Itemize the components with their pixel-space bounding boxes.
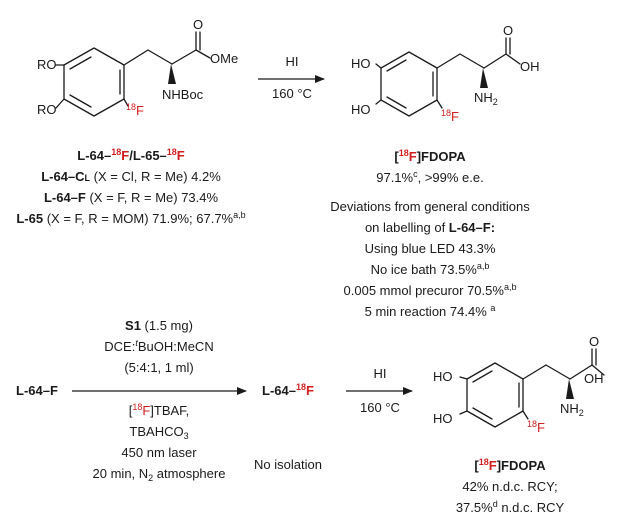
product1-ho-top: HO	[351, 56, 371, 71]
arrow2-tbaf: [18F]TBAF,	[128, 402, 190, 419]
arrow2-solvent: DCE:tBuOH:MeCN	[104, 338, 214, 355]
intermediate-label: L-64–18F	[262, 382, 314, 399]
substrate-ro-bottom: RO	[37, 102, 57, 117]
substrate-caption-line2: L-64–Cl (X = Cl, R = Me) 4.2%	[41, 169, 221, 184]
product2-oh: OH	[584, 371, 604, 386]
product1-ho-bottom: HO	[351, 102, 371, 117]
product2-rcy-1: 42% n.d.c. RCY;	[462, 479, 558, 494]
substrate-ro-top: RO	[37, 57, 57, 72]
deviations-heading: Deviations from general conditions	[330, 199, 530, 214]
product1-carbonyl-o: O	[503, 23, 514, 38]
substrate-skeleton	[55, 31, 211, 117]
deviations-subheading: on labelling of L-64–F:	[364, 220, 496, 235]
product2-carbonyl-o: O	[589, 334, 600, 349]
arrow3-condition: 160 °C	[360, 400, 400, 415]
arrow2-s1: S1 (1.5 mg)	[125, 318, 193, 333]
substrate-ome: OMe	[210, 51, 239, 66]
arrow3-reagent: HI	[373, 366, 387, 381]
product2-wedge-bond	[566, 379, 574, 399]
substrate-wedge-bond	[168, 64, 176, 84]
product1-nh2: NH2	[474, 90, 498, 107]
substrate-caption-line1: L-64–18F/L-65–18F	[77, 147, 185, 164]
product2-rcy-2: 37.5%d n.d.c. RCY	[455, 499, 565, 516]
product2-skeleton	[459, 348, 605, 428]
intermediate-note: No isolation	[254, 457, 322, 472]
arrow2-time: 20 min, N2 atmosphere	[92, 466, 226, 483]
product1-wedge-bond	[480, 68, 488, 88]
product2-name: [18F]FDOPA	[474, 457, 546, 474]
deviation-item: 5 min reaction 74.4% a	[364, 303, 496, 320]
arrow1-reagent: HI	[285, 54, 299, 69]
deviation-item: Using blue LED 43.3%	[364, 241, 496, 256]
reaction2-start-label: L-64–F	[16, 383, 58, 398]
arrow2-ratio: (5:4:1, 1 ml)	[124, 360, 194, 375]
arrow2-laser: 450 nm laser	[121, 445, 197, 460]
substrate-caption-line3: L-64–F (X = F, R = Me) 73.4%	[43, 190, 219, 205]
substrate-f18: 18F	[126, 102, 144, 118]
product1-yield: 97.1%c, >99% e.e.	[376, 169, 484, 186]
substrate-carbonyl-o: O	[193, 17, 204, 32]
product1-oh: OH	[520, 59, 540, 74]
substrate-caption-line4: L-65 (X = F, R = MOM) 71.9%; 67.7%a,b	[16, 210, 246, 227]
product1-skeleton	[375, 37, 521, 117]
deviation-item: No ice bath 73.5%a,b	[370, 261, 490, 278]
deviation-item: 0.005 mmol precuror 70.5%a,b	[343, 282, 517, 299]
product1-f18: 18F	[441, 108, 459, 124]
substrate-nhboc: NHBoc	[162, 87, 204, 102]
product2-ho-bottom: HO	[433, 411, 453, 426]
product2-nh2: NH2	[560, 401, 584, 418]
arrow2-tbahco3: TBAHCO3	[129, 424, 189, 441]
product2-f18: 18F	[527, 419, 545, 435]
product1-name: [18F]FDOPA	[394, 148, 466, 165]
product2-ho-top: HO	[433, 369, 453, 384]
arrow1-condition: 160 °C	[272, 86, 312, 101]
